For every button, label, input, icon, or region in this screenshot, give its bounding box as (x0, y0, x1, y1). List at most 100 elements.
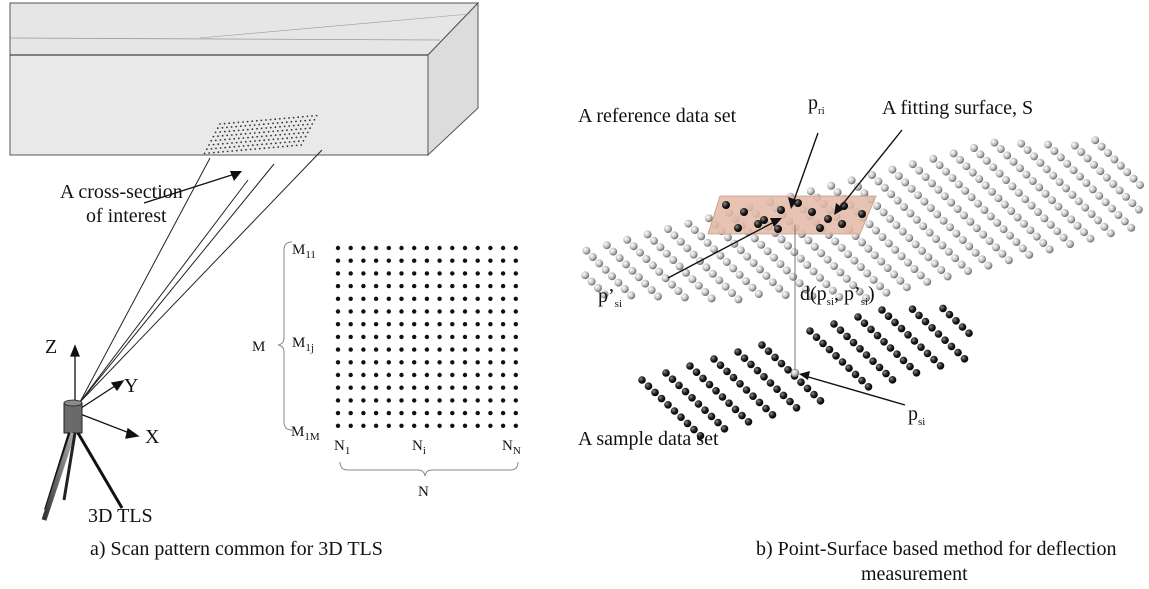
sample-point (806, 327, 814, 335)
grid-point (386, 258, 391, 263)
reference-point (684, 219, 693, 228)
grid-point (462, 398, 468, 403)
reference-point (670, 231, 679, 240)
reference-point (868, 171, 876, 179)
sample-point (838, 358, 847, 366)
grid-point (361, 372, 366, 378)
grid-point (361, 296, 366, 301)
reference-point (770, 253, 778, 262)
grid-point (437, 334, 442, 340)
col-last-label: NN (502, 438, 521, 457)
grid-point (437, 283, 442, 289)
grid-point (488, 283, 493, 289)
reference-point (623, 235, 632, 244)
reference-point (702, 263, 711, 272)
reference-point (958, 236, 967, 244)
grid-point (437, 258, 442, 263)
grid-point (348, 245, 353, 251)
reference-point (1027, 201, 1036, 210)
grid-point (513, 271, 518, 276)
sample-point (777, 359, 786, 368)
grid-point (373, 271, 379, 276)
reference-point (823, 255, 832, 264)
reference-point (1136, 181, 1144, 189)
reference-point (1127, 223, 1136, 232)
reference-point (674, 287, 683, 295)
patch-point (313, 118, 316, 121)
grid-point (348, 372, 353, 378)
patch-point (210, 147, 213, 150)
reference-point (930, 259, 939, 268)
patch-point (311, 115, 313, 117)
reference-point (1120, 217, 1129, 226)
reference-point (988, 187, 996, 196)
reference-point (929, 154, 938, 163)
reference-point (1017, 139, 1026, 148)
grid-point (335, 347, 341, 352)
grid-point (373, 423, 379, 428)
grid-point (424, 423, 430, 428)
grid-point (437, 245, 442, 251)
sample-point (764, 347, 773, 356)
sample-point (736, 380, 744, 388)
patch-point (267, 130, 270, 133)
sample-point (908, 305, 917, 314)
reference-point (953, 205, 962, 213)
patch-point (265, 143, 268, 145)
sample-point (707, 412, 716, 421)
reference-point (1114, 211, 1123, 219)
reference-point (754, 290, 763, 298)
grid-point (373, 385, 379, 390)
reference-point (636, 248, 644, 257)
grid-point (475, 258, 480, 263)
surface-point (858, 210, 866, 218)
col-count-label: N (418, 484, 429, 500)
sample-point (681, 387, 690, 396)
reference-point (942, 167, 950, 176)
grid-point (462, 296, 468, 301)
reference-point (971, 248, 980, 257)
grid-point (335, 410, 341, 416)
grid-point (361, 347, 366, 352)
reference-point (884, 239, 893, 248)
patch-point (212, 151, 215, 154)
reference-point (1068, 190, 1077, 199)
reference-point (854, 182, 862, 191)
grid-point (348, 258, 353, 263)
surface-point (808, 208, 816, 216)
grid-point (399, 360, 404, 365)
sample-point (710, 355, 718, 363)
axis-z-label: Z (45, 336, 57, 358)
patch-point (253, 132, 256, 134)
patch-point (256, 135, 259, 138)
sample-point (725, 399, 733, 408)
grid-point (475, 360, 480, 365)
reference-point (879, 208, 888, 217)
sample-point (965, 329, 973, 338)
patch-point (286, 129, 288, 132)
reference-point (965, 242, 974, 251)
reference-point (1134, 205, 1143, 214)
reference-point (689, 250, 698, 259)
patch-point (263, 147, 266, 150)
grid-point (373, 347, 379, 352)
grid-point (399, 385, 404, 390)
patch-point (251, 136, 254, 139)
grid-point (399, 322, 404, 327)
reference-point (634, 273, 643, 282)
sample-point (749, 392, 757, 401)
patch-point (288, 117, 290, 119)
grid-point (462, 283, 468, 289)
patch-point (269, 126, 272, 129)
reference-point (628, 266, 637, 275)
grid-point (475, 423, 480, 428)
patch-point (256, 143, 259, 146)
sample-point (952, 317, 960, 325)
sample-point (843, 332, 851, 341)
patch-point (263, 139, 266, 142)
reference-point (802, 285, 810, 294)
sample-point (825, 345, 834, 354)
reference-point (1026, 226, 1035, 235)
reference-point (703, 238, 712, 247)
reference-point (932, 235, 940, 243)
